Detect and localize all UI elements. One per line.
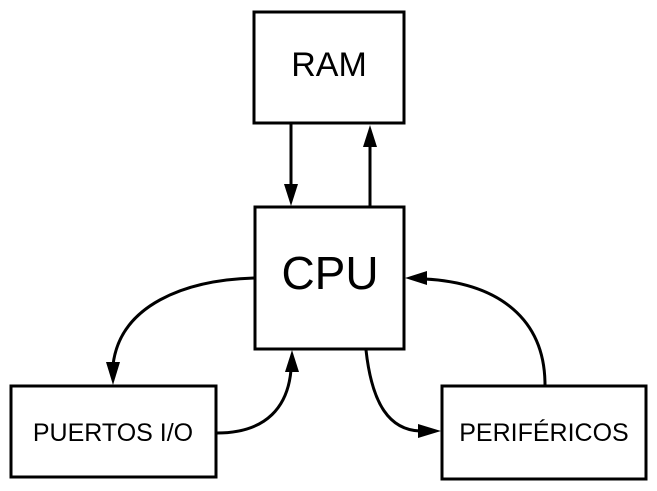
edge-perifericos-to-cpu-arrowhead (405, 271, 427, 285)
edge-cpu-to-ram-arrowhead (363, 125, 377, 147)
node-cpu: CPU (253, 205, 406, 351)
perifericos-box (440, 384, 648, 481)
edge-puertos-to-cpu (216, 350, 299, 435)
cpu-label: CPU (281, 247, 378, 299)
node-ram: RAM (252, 10, 406, 125)
node-perifericos: PERIFÉRICOS (440, 384, 648, 481)
edge-perifericos-to-cpu-line (424, 277, 547, 386)
edge-cpu-to-puertos (106, 276, 255, 385)
edge-cpu-to-perifericos (364, 349, 441, 438)
ram-box (252, 10, 406, 125)
puertos-label: PUERTOS I/O (33, 419, 193, 447)
edge-cpu-to-ram (363, 125, 377, 206)
edge-puertos-to-cpu-line (216, 369, 293, 435)
edge-puertos-to-cpu-arrowhead (285, 350, 299, 372)
cpu-box (253, 205, 406, 351)
edge-cpu-to-perifericos-line (364, 349, 421, 433)
ram-label: RAM (291, 46, 367, 84)
edge-cpu-to-perifericos-arrowhead (418, 424, 441, 438)
puertos-box (9, 384, 218, 479)
perifericos-label: PERIFÉRICOS (459, 418, 628, 447)
edge-ram-to-cpu-arrowhead (284, 184, 298, 206)
node-puertos: PUERTOS I/O (9, 384, 218, 479)
edge-ram-to-cpu (284, 124, 298, 206)
edge-cpu-to-puertos-line (111, 276, 255, 366)
edge-perifericos-to-cpu (405, 271, 547, 386)
edge-cpu-to-puertos-arrowhead (106, 362, 120, 385)
